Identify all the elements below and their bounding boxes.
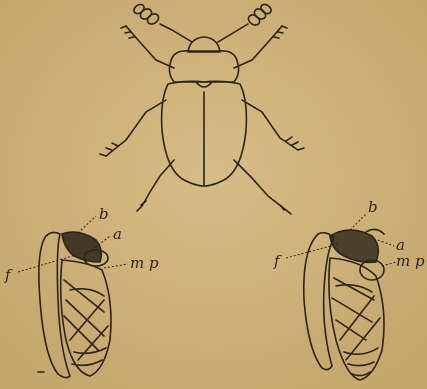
label-left-b: b (99, 205, 109, 223)
label-right-mp: m p (396, 252, 425, 270)
label-right-b: b (368, 198, 378, 216)
label-left-a: a (113, 225, 122, 243)
label-left-mp: m p (130, 254, 159, 272)
